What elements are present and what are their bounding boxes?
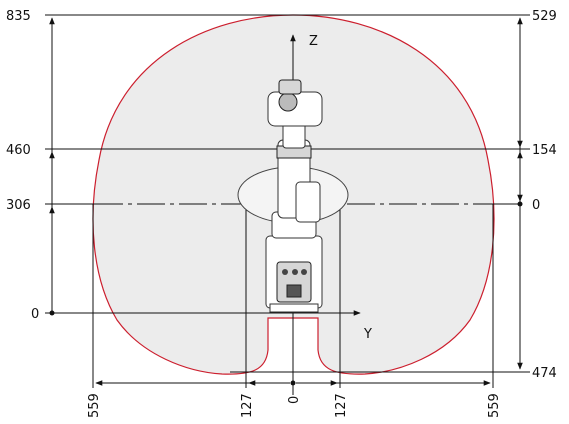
robot-connector-2 bbox=[292, 269, 298, 275]
bottom-width-127-right: 127 bbox=[334, 393, 349, 418]
bottom-width-0: 0 bbox=[287, 396, 302, 404]
robot-arm bbox=[237, 79, 349, 313]
left-height-460: 460 bbox=[6, 143, 31, 158]
robot-connector-port bbox=[286, 284, 302, 298]
left-height-835: 835 bbox=[6, 9, 31, 24]
left-height-306: 306 bbox=[6, 198, 31, 213]
bottom-width-127-left: 127 bbox=[240, 393, 255, 418]
right-origin-dot bbox=[517, 201, 523, 207]
right-height-529: 529 bbox=[532, 9, 557, 24]
bottom-width-559-left: 559 bbox=[87, 393, 102, 418]
right-height-0: 0 bbox=[532, 198, 540, 213]
right-height-154: 154 bbox=[532, 143, 557, 158]
z-axis-label: Z bbox=[309, 34, 318, 49]
bottom-origin-dot bbox=[290, 380, 296, 386]
robot-elbow-motor bbox=[295, 181, 321, 223]
robot-base-plate bbox=[269, 303, 319, 313]
robot-connector-3 bbox=[301, 269, 307, 275]
robot-head bbox=[278, 79, 302, 95]
right-height-474: 474 bbox=[532, 366, 557, 381]
y-axis-label: Y bbox=[363, 327, 372, 342]
left-origin-dot bbox=[49, 310, 55, 316]
left-height-0: 0 bbox=[31, 307, 39, 322]
robot-wrist-flange bbox=[278, 92, 298, 112]
bottom-width-559-right: 559 bbox=[487, 393, 502, 418]
robot-connector-1 bbox=[282, 269, 288, 275]
